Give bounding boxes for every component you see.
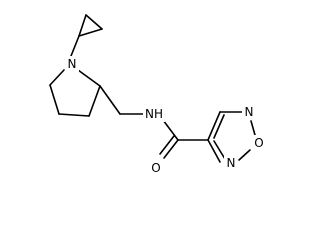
atom-label-carbonyl-o: O [149,160,163,176]
bond-c4-ch2 [99,85,121,115]
bond-cyclopropyl-3 [78,28,103,37]
atom-label-furazan-n1: N [242,104,256,120]
svg-text:O: O [254,136,263,150]
svg-text:NH: NH [145,107,163,121]
bond-furazan-c3-c4-1 [207,111,221,141]
atom-label-pyrrolidine-n: N [65,56,79,72]
bond-cyclopropyl-1 [78,14,87,37]
svg-text:O: O [151,161,160,175]
bond-furazan-n-o [250,120,256,136]
bond-carbonyl-o-1 [163,139,179,159]
molecule-drawing: N NH O N O N [49,14,266,176]
bond-pyrrolidine-c2-c3 [88,85,101,117]
bond-furazan-n-c3-2 [213,140,226,160]
atom-label-amide-nh: NH [143,106,165,122]
bond-furazan-n-c3-1 [207,139,221,163]
structure-canvas: N NH O N O N [49,14,266,176]
svg-text:N: N [68,57,77,71]
bond-pyrrolidine-c5-n [49,69,65,86]
bond-pyrrolidine-n-c2 [77,69,101,87]
bond-carbonyl-o-2 [159,135,175,155]
bond-nh-carbonyl [162,119,179,141]
bond-cyclopropyl-n [70,35,80,57]
atom-label-furazan-o: O [252,135,266,151]
bond-furazan-o-n [238,149,251,161]
bond-pyrrolidine-c3-c4 [58,113,90,117]
svg-text:N: N [227,156,236,170]
svg-text:N: N [245,105,254,119]
bond-furazan-c3-c4-2 [213,114,225,139]
atom-label-furazan-n2: N [224,155,238,171]
bond-cyclopropyl-2 [85,14,103,30]
bond-pyrrolidine-c4-c5 [49,84,60,115]
